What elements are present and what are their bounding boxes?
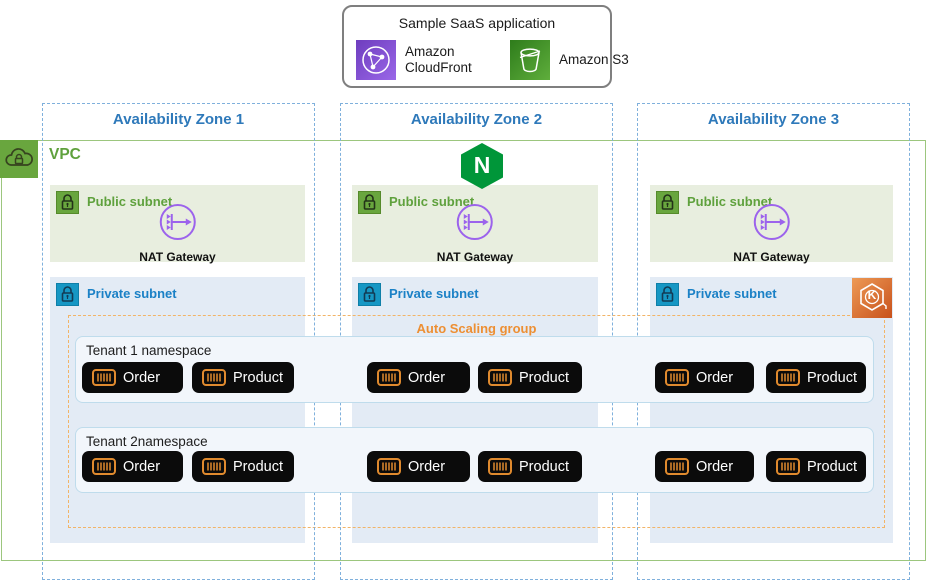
private-subnet-lock-icon xyxy=(656,283,679,306)
container-icon xyxy=(665,369,689,386)
order-container-az1-t2: Order xyxy=(82,451,183,482)
product-container-az3-t1: Product xyxy=(766,362,866,393)
nat-gateway-icon xyxy=(158,204,198,246)
container-icon xyxy=(776,458,800,475)
cloudfront-label: Amazon CloudFront xyxy=(405,43,472,75)
order-label: Order xyxy=(696,369,734,386)
private-subnet-az2: Private subnet xyxy=(352,277,598,543)
vpc-label: VPC xyxy=(49,146,81,163)
private-subnet-lock-icon xyxy=(358,283,381,306)
product-label: Product xyxy=(519,369,569,386)
container-icon xyxy=(377,369,401,386)
tenant-1-namespace-label: Tenant 1 namespace xyxy=(86,343,212,358)
public-subnet-az2: Public subnet NAT Gateway xyxy=(352,185,598,264)
s3-label: Amazon S3 xyxy=(559,51,629,67)
public-subnet-label: Public subnet xyxy=(389,194,475,209)
availability-zone-2-label: Availability Zone 2 xyxy=(410,111,543,128)
private-subnet-az1: Private subnet xyxy=(50,277,305,543)
nginx-icon: N xyxy=(461,143,503,189)
nat-gateway: NAT Gateway xyxy=(437,202,513,264)
container-icon xyxy=(377,458,401,475)
order-container-az2-t1: Order xyxy=(367,362,470,393)
s3-bucket-icon xyxy=(510,40,550,80)
order-container-az2-t2: Order xyxy=(367,451,470,482)
vpc-box xyxy=(1,140,926,561)
container-icon xyxy=(92,369,116,386)
order-container-az3-t2: Order xyxy=(655,451,754,482)
product-label: Product xyxy=(807,369,857,386)
product-container-az1-t2: Product xyxy=(192,451,294,482)
product-label: Product xyxy=(233,369,283,386)
cloudfront-icon xyxy=(356,40,396,80)
container-icon xyxy=(488,369,512,386)
public-subnet-az3: Public subnet NAT Gateway xyxy=(650,185,893,264)
s3-service: Amazon S3 xyxy=(510,40,637,80)
product-container-az1-t1: Product xyxy=(192,362,294,393)
order-label: Order xyxy=(408,369,446,386)
public-subnet-lock-icon xyxy=(56,191,79,214)
private-subnet-label: Private subnet xyxy=(687,286,777,301)
nat-gateway-icon xyxy=(752,204,792,246)
product-container-az2-t2: Product xyxy=(478,451,582,482)
order-label: Order xyxy=(408,458,446,475)
availability-zone-3-label: Availability Zone 3 xyxy=(707,111,840,128)
private-subnet-az3: Private subnet xyxy=(650,277,893,543)
private-subnet-label: Private subnet xyxy=(389,286,479,301)
order-container-az3-t1: Order xyxy=(655,362,754,393)
nat-gateway: NAT Gateway xyxy=(139,202,216,264)
product-label: Product xyxy=(233,458,283,475)
container-icon xyxy=(776,369,800,386)
public-subnet-lock-icon xyxy=(656,191,679,214)
auto-scaling-group: Auto Scaling group xyxy=(68,315,885,528)
public-subnet-label: Public subnet xyxy=(87,194,173,209)
product-container-az3-t2: Product xyxy=(766,451,866,482)
public-subnet-lock-icon xyxy=(358,191,381,214)
public-subnet-az1: Public subnet NAT Gateway xyxy=(50,185,305,264)
availability-zone-1-label: Availability Zone 1 xyxy=(112,111,245,128)
eks-letter: K xyxy=(867,288,877,302)
container-icon xyxy=(202,369,226,386)
container-icon xyxy=(202,458,226,475)
container-icon xyxy=(665,458,689,475)
cloudfront-service: Amazon CloudFront xyxy=(356,40,483,80)
eks-kubernetes-icon: K xyxy=(852,278,892,318)
order-label: Order xyxy=(123,458,161,475)
nat-gateway: NAT Gateway xyxy=(733,202,810,264)
container-icon xyxy=(92,458,116,475)
public-subnet-label: Public subnet xyxy=(687,194,773,209)
order-container-az1-t1: Order xyxy=(82,362,183,393)
private-subnet-lock-icon xyxy=(56,283,79,306)
product-label: Product xyxy=(807,458,857,475)
vpc-cloud-lock-icon xyxy=(0,140,38,178)
nginx-letter: N xyxy=(473,152,491,178)
container-icon xyxy=(488,458,512,475)
order-label: Order xyxy=(696,458,734,475)
saas-application-box: Sample SaaS application Amazon CloudFron… xyxy=(342,5,629,88)
nat-gateway-icon xyxy=(455,204,495,246)
private-subnet-label: Private subnet xyxy=(87,286,177,301)
product-label: Product xyxy=(519,458,569,475)
saas-box-title: Sample SaaS application xyxy=(398,15,556,31)
nat-gateway-label: NAT Gateway xyxy=(139,250,216,264)
nat-gateway-label: NAT Gateway xyxy=(436,250,514,264)
product-container-az2-t1: Product xyxy=(478,362,582,393)
nat-gateway-label: NAT Gateway xyxy=(733,250,810,264)
auto-scaling-group-label: Auto Scaling group xyxy=(416,321,537,336)
tenant-2-namespace-label: Tenant 2namespace xyxy=(86,434,208,449)
order-label: Order xyxy=(123,369,161,386)
